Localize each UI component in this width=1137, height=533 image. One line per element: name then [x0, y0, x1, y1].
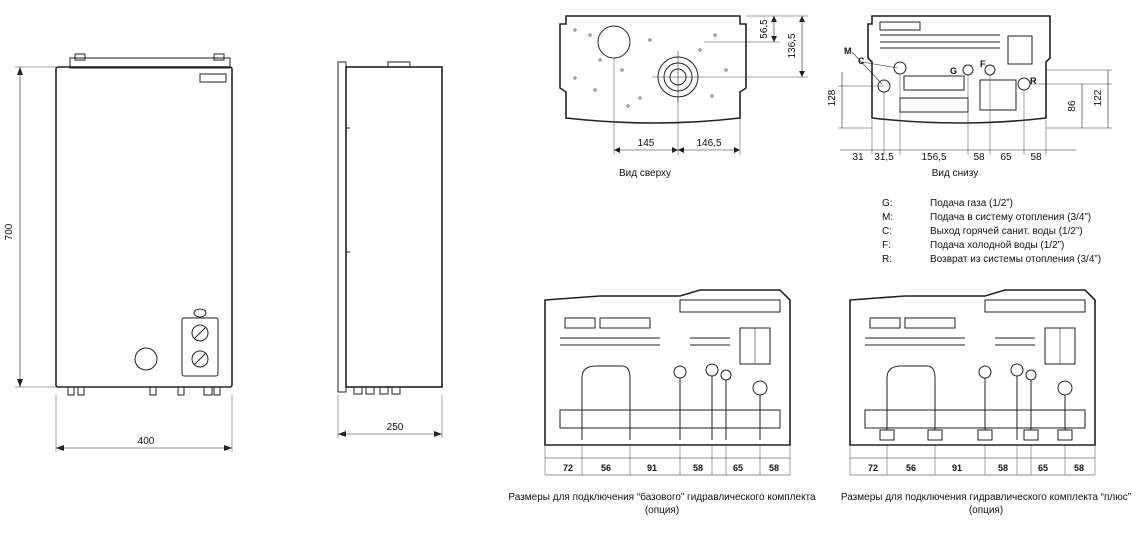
plus-dim-58a: 58 [998, 463, 1008, 473]
legend-key-m: M: [882, 212, 893, 223]
letter-c: C [858, 56, 865, 66]
connection-f [984, 64, 996, 76]
plus-kit-caption-1: Размеры для подключения гидравлического … [841, 492, 1131, 503]
legend-text-r: Возврат из системы отопления (3/4”) [930, 254, 1101, 265]
basic-kit-caption-1: Размеры для подключения “базового” гидра… [508, 491, 816, 503]
connection-c [893, 61, 907, 75]
bottom-hdim-156-5: 156,5 [921, 152, 946, 163]
basic-dim-56: 56 [601, 463, 611, 473]
side-depth-label: 250 [387, 422, 404, 433]
bottom-vdim-122: 122 [1093, 89, 1104, 106]
plus-dim-72: 72 [868, 463, 878, 473]
front-view: 700 400 [4, 53, 233, 452]
legend-text-f: Подача холодной воды (1/2”) [930, 240, 1064, 251]
bottom-hdim-31: 31 [852, 152, 864, 163]
basic-dim-65: 65 [733, 463, 743, 473]
basic-dim-58b: 58 [769, 463, 779, 473]
plus-kit-caption-2: (опция) [969, 505, 1003, 516]
top-view: 56,5 136,5 145 146,5 Вид сверху [559, 15, 808, 179]
bottom-view: C M G F R 128 86 122 31 31,5 156,5 58 65… [827, 15, 1112, 179]
bottom-hdim-58a: 58 [973, 152, 985, 163]
plus-dim-65: 65 [1038, 463, 1048, 473]
letter-g: G [950, 66, 957, 76]
legend-text-m: Подача в систему отопления (3/4”) [930, 212, 1091, 223]
legend-text-c: Выход горячей санит. воды (1/2”) [930, 226, 1083, 237]
letter-r: R [1030, 76, 1037, 86]
basic-kit-caption-2: (опция) [645, 505, 679, 516]
basic-kit-view: 72 56 91 58 65 58 Размеры для подключени… [508, 289, 816, 516]
top-dim-136-5: 136,5 [787, 33, 798, 58]
logo-plate [199, 73, 227, 83]
basic-dim-58a: 58 [693, 463, 703, 473]
legend-key-g: G: [882, 198, 893, 209]
plus-dim-91: 91 [952, 463, 962, 473]
legend-key-r: R: [882, 254, 892, 265]
connection-g [962, 64, 974, 76]
bottom-hdim-58b: 58 [1030, 152, 1042, 163]
bottom-vdim-128: 128 [827, 89, 838, 106]
connection-r [1017, 77, 1031, 91]
letter-f: F [980, 59, 986, 69]
plus-dim-56: 56 [906, 463, 916, 473]
legend-text-g: Подача газа (1/2”) [930, 198, 1013, 209]
front-width-label: 400 [138, 436, 155, 447]
side-view: 250 [337, 61, 443, 438]
control-panel [181, 317, 219, 377]
bottom-hdim-31-5: 31,5 [874, 152, 894, 163]
bottom-view-caption: Вид снизу [932, 168, 978, 179]
connections-legend: G: Подача газа (1/2”) M: Подача в систем… [882, 198, 1101, 265]
top-dim-145: 145 [638, 138, 655, 149]
bottom-vdim-86: 86 [1067, 100, 1078, 112]
front-height-label: 700 [4, 223, 15, 240]
basic-dim-72: 72 [563, 463, 573, 473]
top-view-caption: Вид сверху [619, 168, 671, 179]
plus-kit-view: 72 56 91 58 65 58 Размеры для подключени… [841, 289, 1131, 516]
plus-dim-58b: 58 [1074, 463, 1084, 473]
bottom-hdim-65: 65 [1000, 152, 1012, 163]
top-dim-56-5: 56,5 [759, 19, 770, 39]
legend-key-f: F: [882, 240, 891, 251]
legend-key-c: C: [882, 226, 892, 237]
pressure-gauge [134, 347, 158, 371]
basic-dim-91: 91 [647, 463, 657, 473]
top-dim-146-5: 146,5 [696, 138, 721, 149]
letter-m: M [844, 46, 852, 56]
